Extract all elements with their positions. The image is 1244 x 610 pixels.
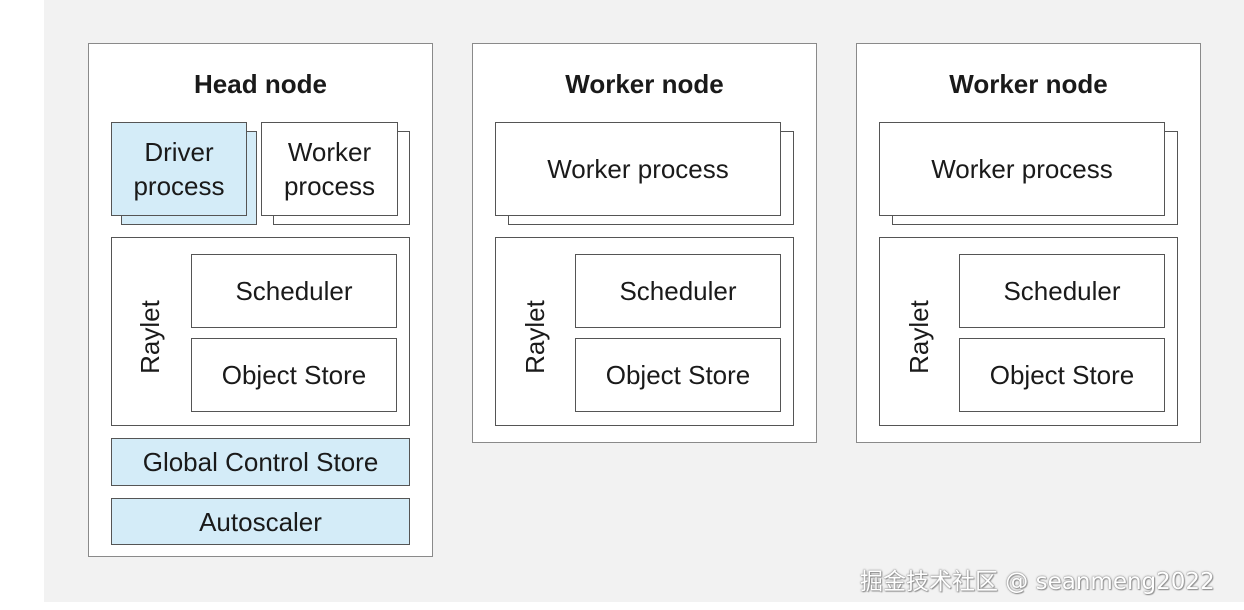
autoscaler-box: Autoscaler xyxy=(111,498,410,545)
worker-process: Worker process xyxy=(495,122,781,216)
raylet-label: Raylet xyxy=(135,300,165,374)
scheduler-box: Scheduler xyxy=(191,254,397,328)
object-store-box: Object Store xyxy=(191,338,397,412)
global-control-store-box: Global Control Store xyxy=(111,438,410,486)
scheduler-box: Scheduler xyxy=(575,254,781,328)
watermark-text: 掘金技术社区 @ seanmeng2022 xyxy=(860,569,1215,595)
scheduler-box: Scheduler xyxy=(959,254,1165,328)
worker-process: Worker process xyxy=(879,122,1165,216)
worker-process: Worker process xyxy=(261,122,398,216)
object-store-box: Object Store xyxy=(959,338,1165,412)
worker-node-title: Worker node xyxy=(565,69,724,99)
raylet-label: Raylet xyxy=(904,300,934,374)
head-node-title: Head node xyxy=(194,69,327,99)
object-store-box: Object Store xyxy=(575,338,781,412)
worker-node-title: Worker node xyxy=(949,69,1108,99)
raylet-label: Raylet xyxy=(520,300,550,374)
driver-process: Driver process xyxy=(111,122,247,216)
